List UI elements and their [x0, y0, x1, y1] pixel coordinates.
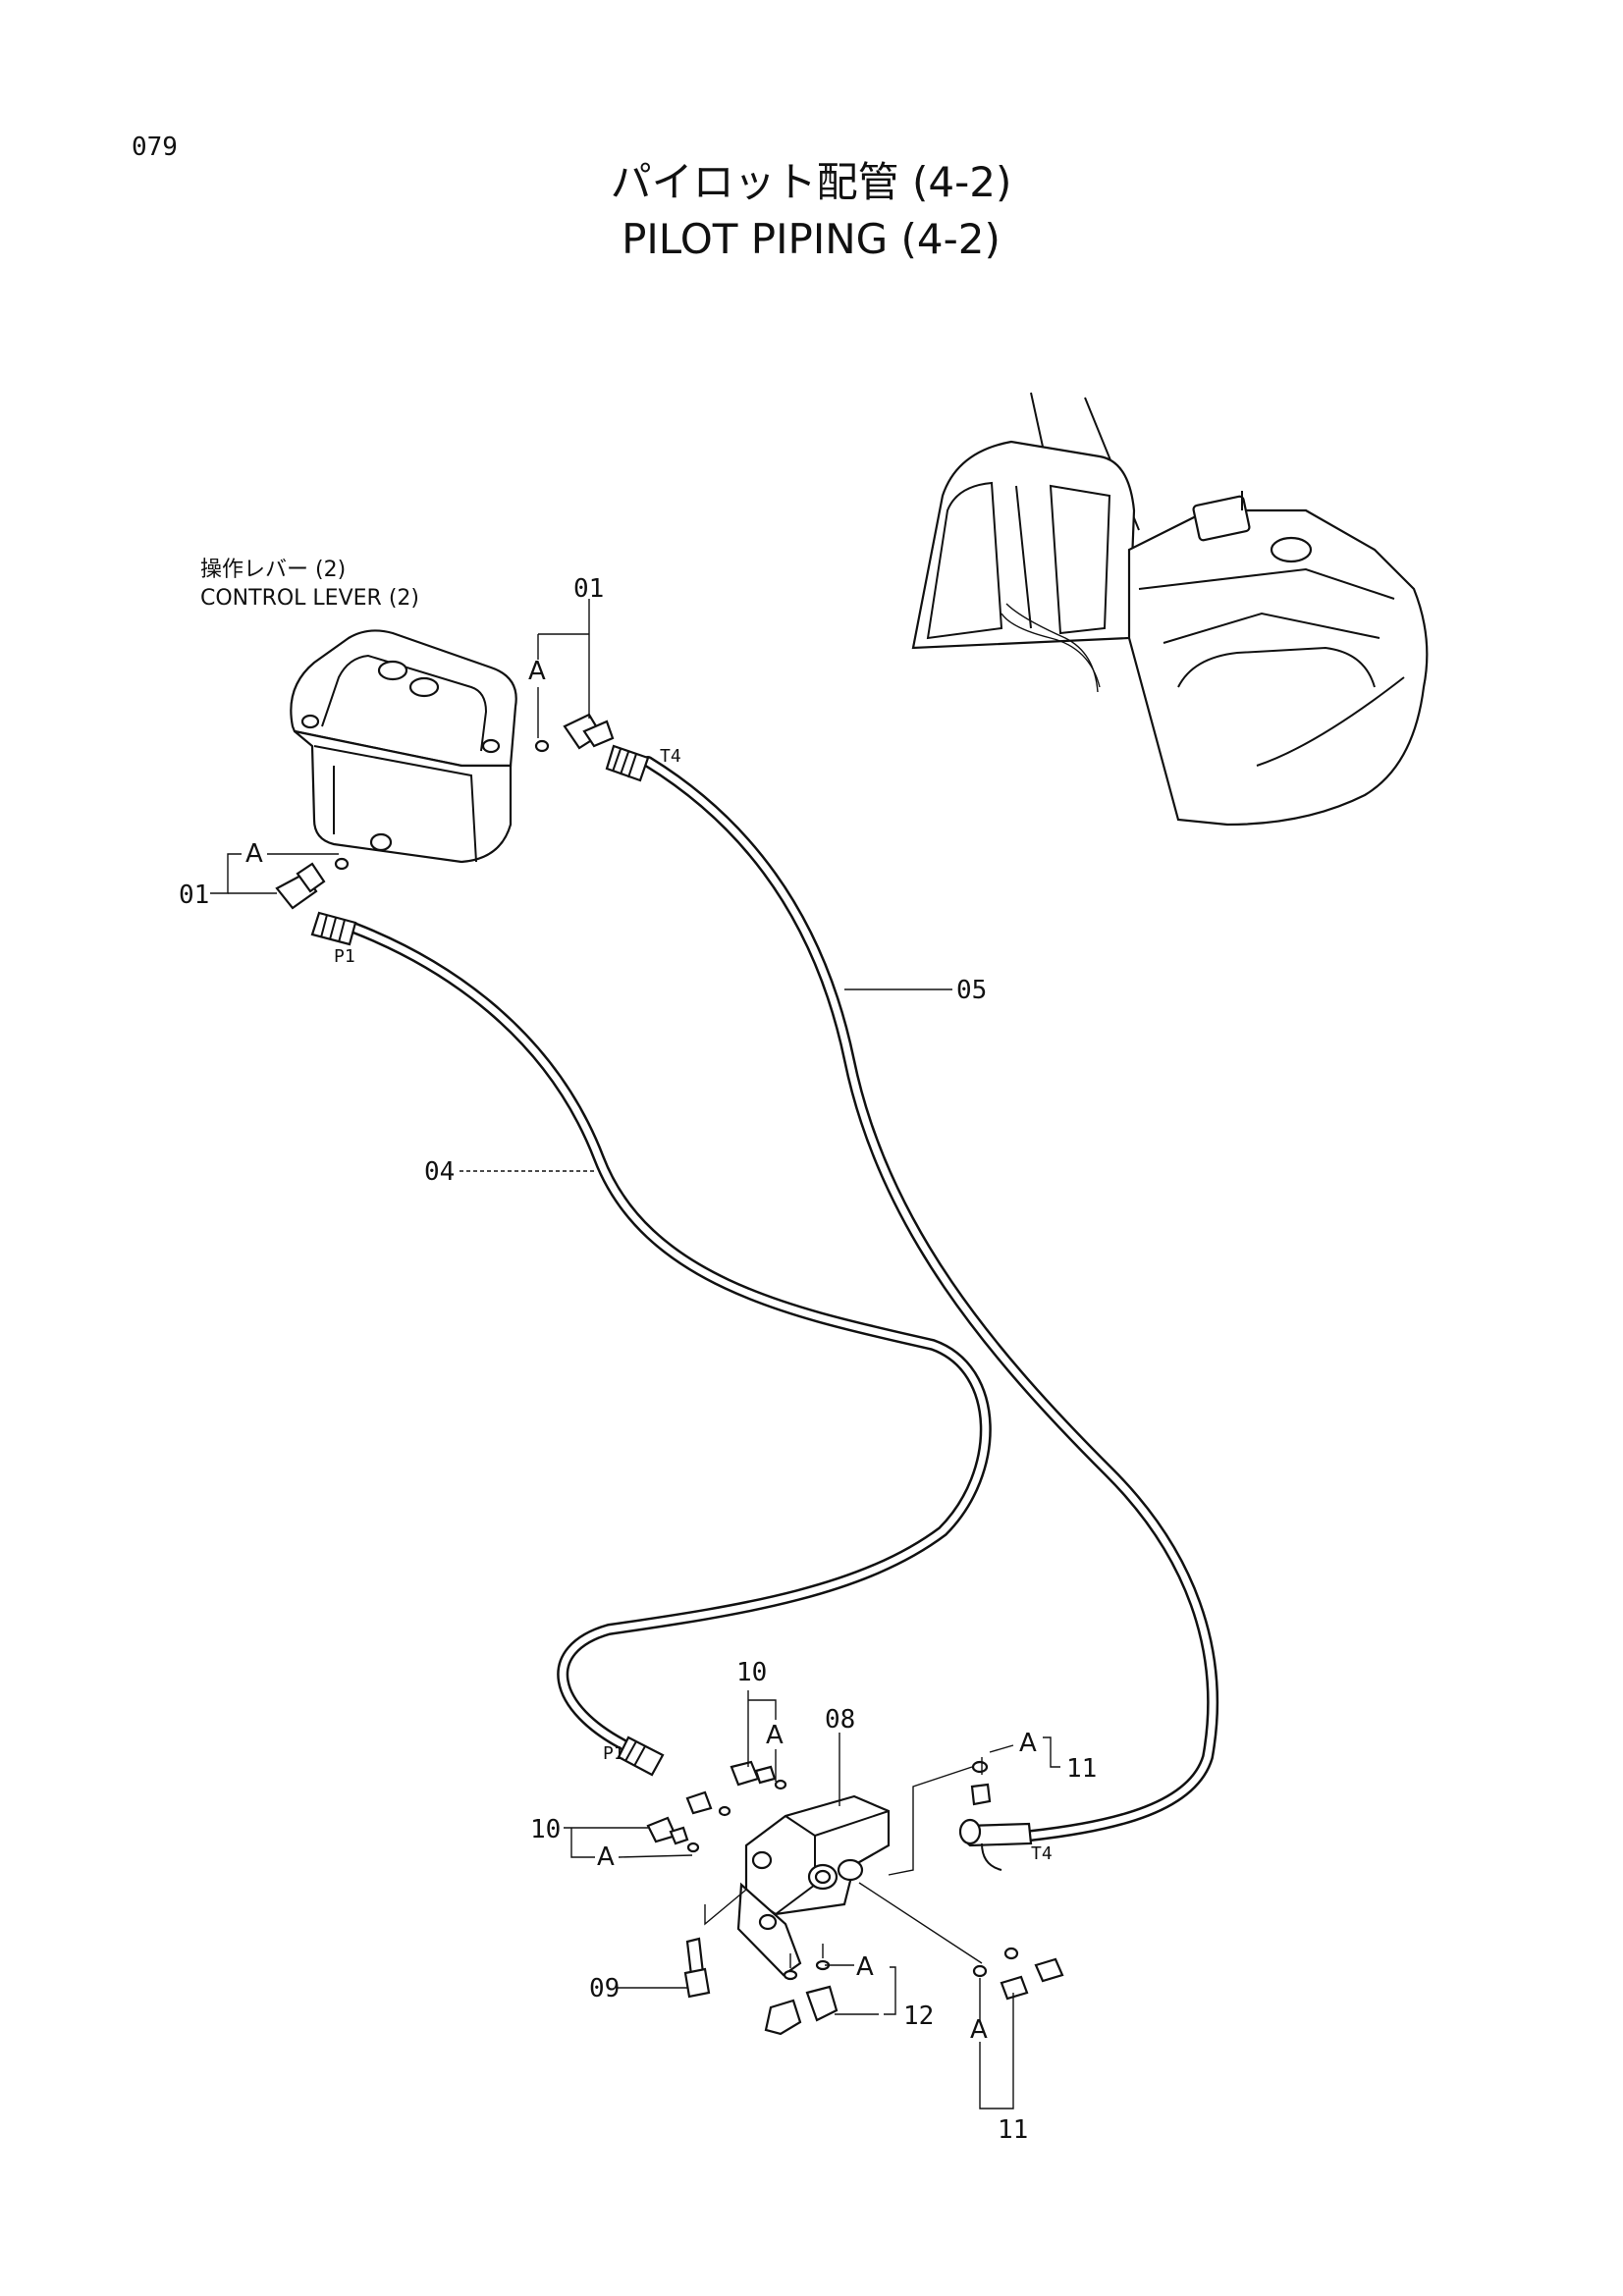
elbow-fitting-left	[275, 857, 350, 910]
control-lever-label-en: CONTROL LEVER (2)	[200, 586, 419, 611]
adapter-11-top	[970, 1760, 992, 1806]
leader-lines	[210, 599, 1060, 2109]
port-label-t4-top: T4	[660, 746, 681, 767]
hose-05-end-bottom	[958, 1818, 1033, 1871]
port-label-t4-bottom: T4	[1031, 1843, 1053, 1864]
adapter-10-left	[646, 1816, 700, 1853]
callout-11-top: 11	[1066, 1754, 1097, 1784]
bolt-09	[683, 1937, 711, 1999]
callout-11-bottom: 11	[998, 2115, 1028, 2145]
detail-mark-a4: A	[597, 1842, 615, 1872]
hose-04	[348, 922, 992, 1753]
hose-05	[642, 756, 1219, 1842]
detail-mark-a3: A	[766, 1721, 784, 1750]
elbow-fitting-top	[534, 713, 615, 753]
callout-09: 09	[589, 1974, 620, 2003]
elbow-12	[764, 1959, 839, 2036]
callout-10-left: 10	[530, 1815, 561, 1844]
port-label-p1-bottom: P1	[603, 1743, 624, 1764]
port-label-p1-top: P1	[334, 946, 355, 967]
page-title-jp: パイロット配管 (4-2)	[611, 158, 1012, 206]
control-lever-label-jp: 操作レバー (2)	[200, 558, 346, 582]
callout-08: 08	[825, 1705, 855, 1735]
adapter-11-bottom	[972, 1947, 1064, 2001]
hose-05-end-top	[605, 744, 650, 782]
callout-10-top: 10	[736, 1658, 767, 1687]
hose-04-end-top	[310, 911, 357, 946]
detail-mark-a5: A	[1019, 1729, 1037, 1758]
callout-01-top: 01	[573, 574, 604, 604]
adapter-10-top	[685, 1760, 787, 1817]
detail-mark-a2: A	[245, 839, 263, 869]
control-lever-housing	[290, 629, 517, 864]
detail-mark-a7: A	[970, 2015, 988, 2045]
page-number: 079	[132, 133, 178, 162]
hose-04-end-bottom	[617, 1735, 665, 1777]
detail-mark-a6: A	[856, 1952, 874, 1982]
excavator-locator-view	[911, 392, 1429, 827]
callout-12: 12	[903, 2002, 934, 2031]
callout-01-left: 01	[179, 881, 209, 910]
page-title-en: PILOT PIPING (4-2)	[622, 215, 1001, 263]
callout-04: 04	[424, 1157, 455, 1187]
valve-block-08	[736, 1794, 891, 1977]
detail-mark-a1: A	[528, 657, 546, 686]
callout-05: 05	[956, 976, 987, 1005]
